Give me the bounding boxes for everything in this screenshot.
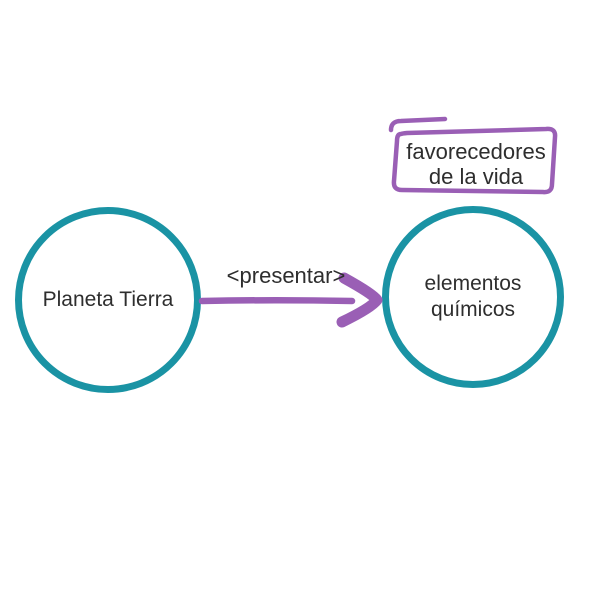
badge-label: favorecedores de la vida bbox=[406, 139, 546, 189]
node-elementos-quimicos[interactable]: elementos químicos bbox=[382, 206, 564, 388]
badge-outline-icon[interactable] bbox=[383, 112, 563, 202]
node-planeta-tierra[interactable]: Planeta Tierra bbox=[15, 207, 201, 393]
node-elementos-quimicos-label: elementos químicos bbox=[424, 272, 522, 321]
edge-label[interactable]: <presentar> bbox=[226, 263, 346, 288]
node-planeta-tierra-label: Planeta Tierra bbox=[42, 288, 174, 311]
edge-arrow-icon[interactable] bbox=[195, 258, 390, 342]
